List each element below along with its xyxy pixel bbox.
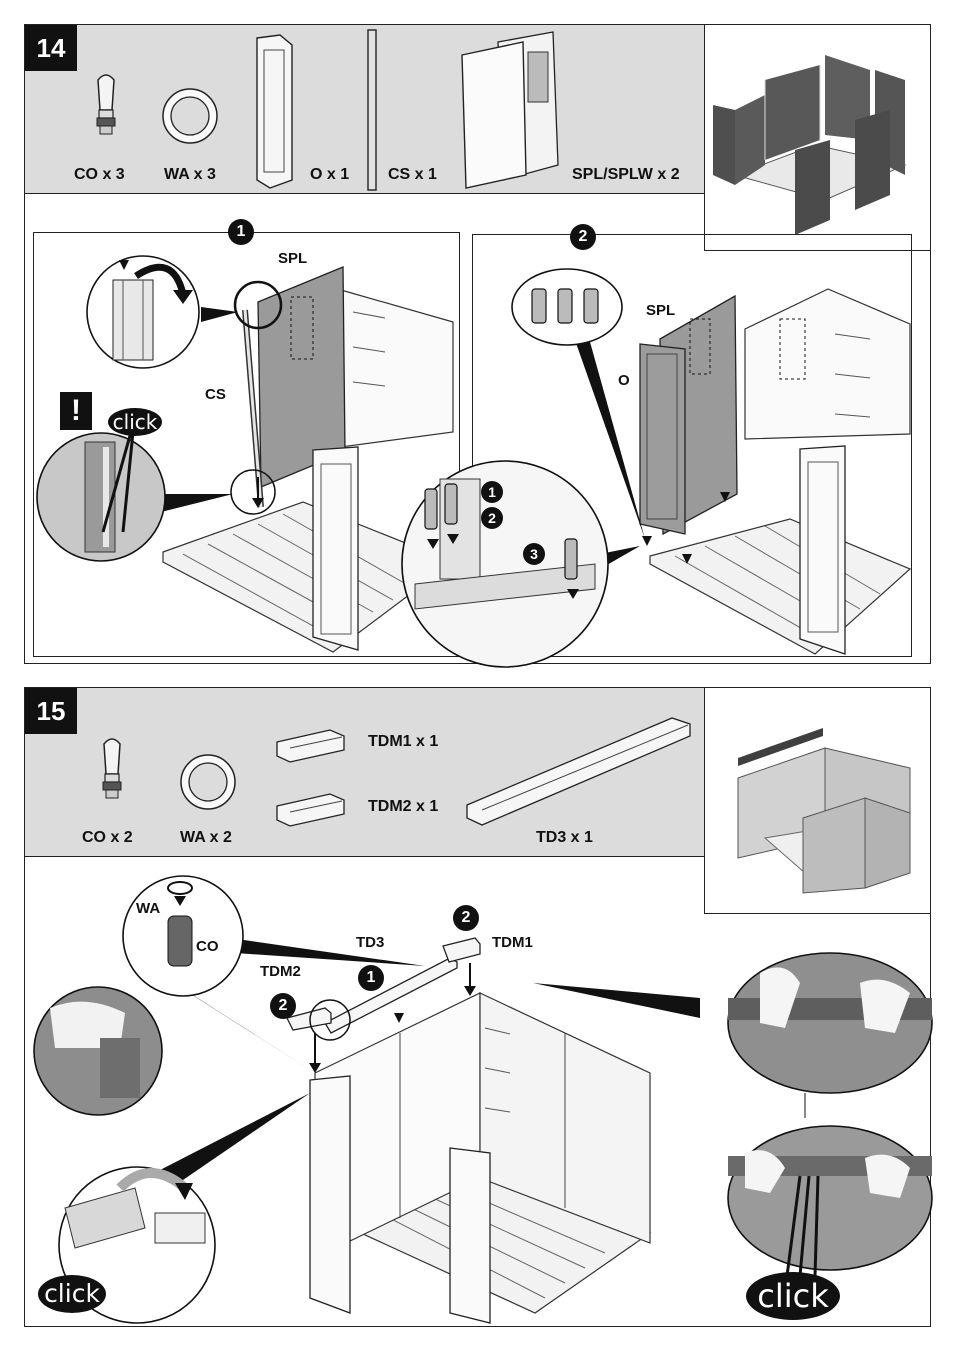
substep-1-click-badge: click [108,408,162,436]
spl-panel-icon [461,31,559,189]
td3-beam-icon [466,717,691,826]
step-14-number: 14 [25,25,77,71]
part-label-spl-splw: SPL/SPLW x 2 [572,166,680,183]
substep-2-spl-label: SPL [646,302,676,319]
step-15-badge-tdm2: 2 [270,993,296,1019]
substep-1-illustration [36,255,455,653]
part-label-cs: CS x 1 [388,166,437,183]
detail-badge-3: 3 [523,543,545,565]
step-15-number: 15 [25,688,77,734]
step-14-parts-band [25,25,704,193]
step-14-overview [704,25,930,251]
substep-2-illustration [401,268,912,668]
step-15-click-left: click [38,1275,106,1313]
part-label-wa: WA x 2 [180,829,232,846]
step-15-overview [704,688,930,914]
step-15-overview-drawing [737,728,911,894]
warning-icon: ! [60,392,92,430]
step-14-overview-drawing [713,55,907,235]
detail-badge-2: 2 [481,507,503,529]
callout-tdm1: TDM1 [492,934,533,951]
wa-washer-icon [180,754,236,810]
callout-wa: WA [136,900,161,917]
wa-washer-icon [162,88,218,144]
co-connector-icon [102,738,122,799]
part-label-co: CO x 3 [74,166,125,183]
part-label-co: CO x 2 [82,829,133,846]
tdm2-part-icon [276,793,345,827]
substep-1-spl-label: SPL [278,250,308,267]
tdm1-part-icon [276,729,345,763]
co-connector-icon [96,74,116,135]
part-label-td3: TD3 x 1 [536,829,593,846]
substep-1-cs-label: CS [205,386,226,403]
step-15-band-divider [25,856,704,858]
part-label-tdm2: TDM2 x 1 [368,798,439,815]
step-14-substep-2-box [472,234,912,657]
callout-td3: TD3 [356,934,385,951]
step-15-illustration [33,875,933,1324]
callout-tdm2: TDM2 [260,963,301,980]
step-15-badge-tdm1: 2 [453,905,479,931]
step-15-click-right: click [746,1272,840,1320]
part-label-tdm1: TDM1 x 1 [368,733,439,750]
part-label-o: O x 1 [310,166,350,183]
callout-co: CO [196,938,219,955]
part-label-wa: WA x 3 [164,166,216,183]
substep-2-o-label: O [618,372,630,389]
step-15-badge-td3: 1 [358,965,384,991]
substep-1-badge: 1 [228,219,254,245]
cs-strip-icon [367,29,377,191]
o-post-icon [256,34,293,189]
detail-badge-1: 1 [481,481,503,503]
step-14-band-divider [25,193,704,195]
substep-2-badge: 2 [570,224,596,250]
